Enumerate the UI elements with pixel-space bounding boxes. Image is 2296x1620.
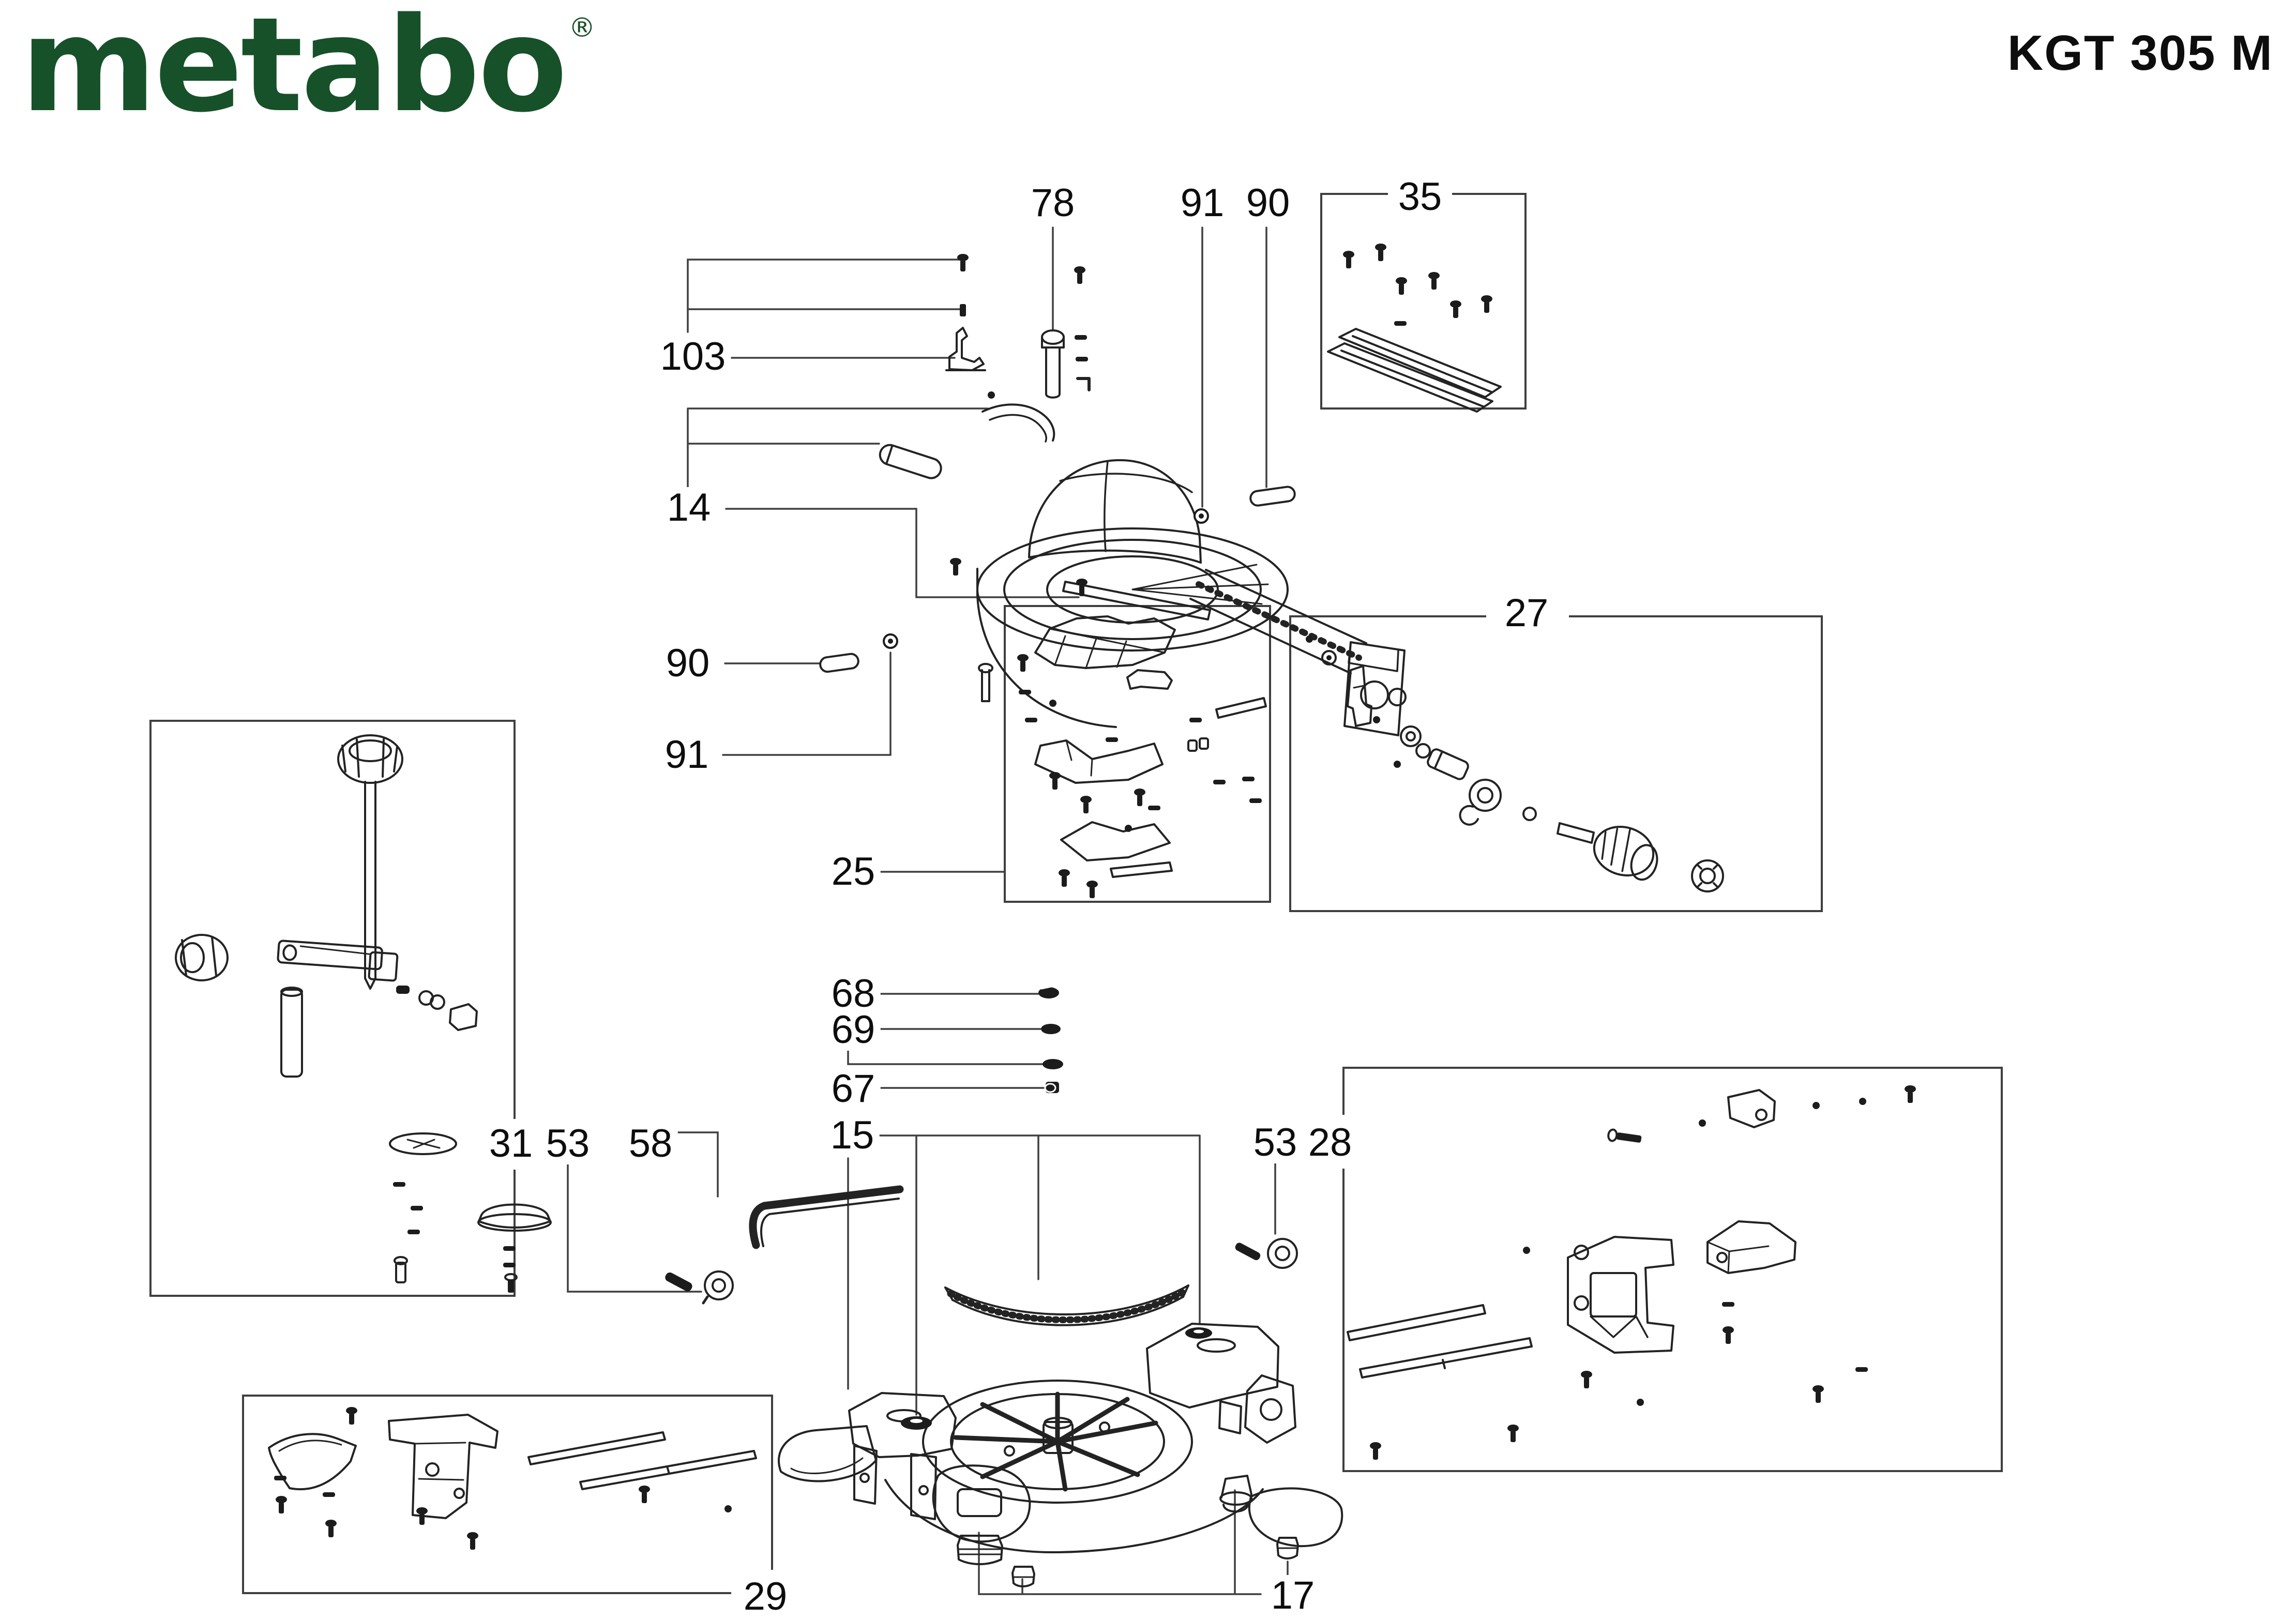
part-callout-53: 53 <box>1248 1122 1303 1163</box>
part-callout-27: 27 <box>1499 593 1554 634</box>
box28-support-parts <box>1347 1084 1917 1461</box>
part-callout-31: 31 <box>484 1123 538 1164</box>
leader-lines <box>567 226 1289 1595</box>
box31-clamp-parts <box>175 734 552 1293</box>
group-box-35 <box>1320 193 1527 410</box>
leader-103 <box>687 259 962 359</box>
box29-fence-parts <box>268 1406 757 1551</box>
allen-key <box>749 1185 904 1249</box>
metabo-logo: metabo® <box>21 0 596 137</box>
part-callout-53: 53 <box>540 1123 595 1164</box>
part-callout-68: 68 <box>826 973 881 1015</box>
leader-58 <box>674 1131 719 1198</box>
part-callout-90: 90 <box>1241 183 1295 224</box>
part-callout-29: 29 <box>738 1576 793 1617</box>
group-box-27 <box>1289 615 1823 912</box>
part-callout-17: 17 <box>1265 1575 1320 1616</box>
part-callout-58: 58 <box>623 1123 678 1164</box>
base-assembly <box>778 1284 1343 1554</box>
part-callout-91: 91 <box>659 734 714 776</box>
part-callout-67: 67 <box>826 1068 881 1110</box>
page-title: KGT 305 M <box>2007 25 2273 81</box>
part-callout-25: 25 <box>826 851 881 892</box>
leader-14 <box>687 407 1080 598</box>
screw-washer-53-right <box>1235 1238 1298 1269</box>
group-box-29 <box>242 1395 773 1594</box>
box25-guard-parts <box>978 615 1267 899</box>
leader-69 <box>847 1028 1044 1065</box>
group-box-28 <box>1342 1067 2003 1472</box>
part-callout-103: 103 <box>655 336 731 377</box>
fasteners-68-69-67 <box>1038 985 1063 1093</box>
loose-parts-upper <box>819 253 1296 673</box>
rubber-feet <box>957 1475 1299 1587</box>
part-callout-15: 15 <box>825 1115 880 1156</box>
registered-trademark-icon: ® <box>568 12 596 43</box>
part-callout-78: 78 <box>1025 183 1080 224</box>
part-callout-35: 35 <box>1393 176 1447 218</box>
part-callout-69: 69 <box>826 1009 881 1051</box>
group-boxes <box>149 193 2003 1594</box>
leader-17 <box>978 1489 1289 1595</box>
group-box-31 <box>149 720 516 1297</box>
box35-fastener-set <box>1327 243 1502 413</box>
leader-53-left <box>567 1163 702 1293</box>
group-box-25 <box>1004 605 1271 903</box>
leader-15 <box>847 1134 1201 1416</box>
leader-91-left <box>722 652 892 756</box>
part-callout-91: 91 <box>1175 183 1230 224</box>
logo-text: metabo <box>21 0 568 141</box>
part-callout-90: 90 <box>660 643 715 684</box>
part-callout-28: 28 <box>1303 1122 1357 1163</box>
part-callout-14: 14 <box>661 487 716 528</box>
screw-washer-53-left <box>665 1270 734 1305</box>
box27-shaft-parts <box>1305 634 1724 892</box>
